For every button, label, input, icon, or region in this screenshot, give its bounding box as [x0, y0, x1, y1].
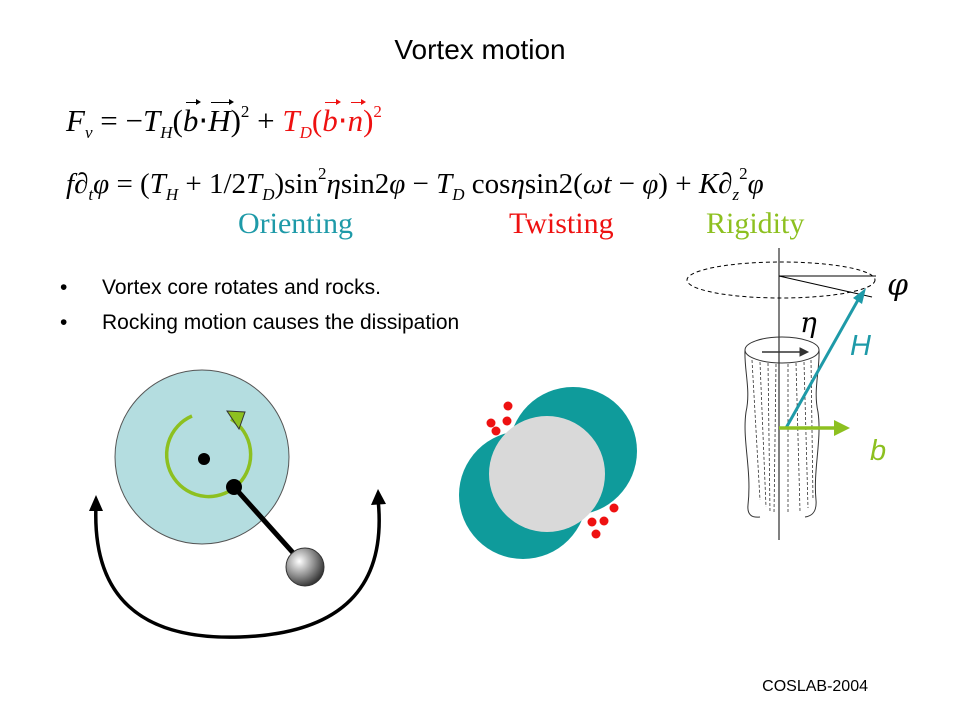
precession-ellipse [686, 261, 876, 299]
label-orienting: Orienting [238, 207, 353, 240]
free-energy-equation: Fv = −TH(b⋅H)2 + TD(b⋅n)2 [66, 99, 382, 142]
label-twisting: Twisting [509, 207, 614, 240]
twisting-diagram [459, 387, 637, 559]
bullet-item: Vortex core rotates and rocks. [60, 270, 459, 305]
equation-of-motion: f∂tφ = (TH + 1/2TD)sin2ηsin2φ − TD cosηs… [66, 164, 764, 204]
dissipation-dots [486, 401, 619, 539]
rocking-arrow-icon [89, 489, 386, 639]
footer-text: COSLAB-2004 [762, 678, 868, 695]
phi-label: φ [887, 268, 909, 303]
H-label: H [850, 330, 871, 362]
vortex-vector-diagram [686, 248, 876, 540]
rotation-arrow-icon [164, 410, 253, 499]
grey-core [489, 416, 605, 532]
bullet-item: Rocking motion causes the dissipation [60, 305, 459, 340]
pivot-dot [226, 479, 242, 495]
bullet-list: Vortex core rotates and rocks. Rocking m… [60, 270, 459, 340]
pendulum-ball [285, 547, 325, 587]
center-dot [198, 453, 210, 465]
rocking-diagram [89, 369, 386, 639]
eta-label: η [800, 306, 817, 339]
label-rigidity: Rigidity [706, 207, 805, 240]
slide-title: Vortex motion [394, 34, 566, 65]
b-label: b [870, 435, 887, 467]
vortex-core-sketch [744, 336, 820, 518]
H-vector [784, 299, 860, 429]
